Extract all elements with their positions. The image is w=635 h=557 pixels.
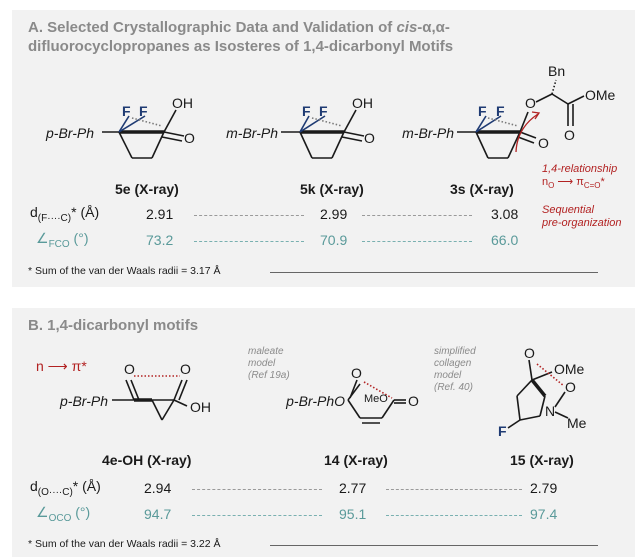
row-divider — [192, 489, 322, 490]
svg-text:m-Br-Ph: m-Br-Ph — [402, 125, 454, 141]
substituent-label: p-Br-Ph — [45, 125, 94, 141]
svg-text:F: F — [319, 103, 328, 119]
structure-5k — [281, 109, 365, 159]
compound-label-15: 15 (X-ray) — [510, 452, 574, 468]
row-divider — [194, 215, 304, 216]
svg-text:OMe: OMe — [554, 361, 585, 377]
svg-text:F: F — [122, 103, 131, 119]
value-distance-15: 2.79 — [530, 480, 558, 496]
value-distance-14: 2.77 — [339, 480, 367, 496]
value-distance-4e-oh: 2.94 — [144, 480, 172, 496]
footnote-b: * Sum of the van der Waals radii = 3.22 … — [28, 538, 221, 550]
svg-text:O: O — [525, 95, 536, 111]
compound-label-3s: 3s (X-ray) — [450, 181, 514, 197]
svg-text:OMe: OMe — [585, 87, 616, 103]
compound-label-4e-oh: 4e-OH (X-ray) — [102, 452, 192, 468]
svg-text:O: O — [565, 379, 576, 395]
structure-5e — [102, 109, 185, 159]
row-divider — [192, 515, 322, 516]
svg-text:O: O — [124, 361, 135, 377]
row-angle-label: ∠FCO (°) — [36, 230, 89, 250]
compound-label-5e: 5e (X-ray) — [115, 181, 179, 197]
svg-text:p-Br-Ph: p-Br-Ph — [59, 393, 108, 409]
row-divider — [386, 489, 522, 490]
structure-4e-oh — [112, 375, 188, 421]
svg-text:F: F — [139, 103, 148, 119]
svg-text:O: O — [184, 130, 195, 146]
svg-text:F: F — [496, 103, 505, 119]
value-angle-3s: 66.0 — [491, 232, 519, 248]
value-angle-5e: 73.2 — [146, 232, 174, 248]
value-angle-14: 95.1 — [339, 506, 367, 522]
panel-b-title: B. 1,4-dicarbonyl motifs — [28, 317, 199, 334]
svg-text:OH: OH — [352, 95, 373, 111]
svg-text:N: N — [545, 403, 555, 419]
value-distance-3s: 3.08 — [491, 206, 519, 222]
value-angle-4e-oh: 94.7 — [144, 506, 172, 522]
footnote-rule — [270, 545, 598, 546]
row-divider — [386, 515, 522, 516]
svg-text:O: O — [408, 393, 419, 409]
annot-orbital: nO ⟶ πC=O* — [542, 176, 605, 191]
svg-text:m-Br-Ph: m-Br-Ph — [226, 125, 278, 141]
footnote-a: * Sum of the van der Waals radii = 3.17 … — [28, 265, 221, 277]
structure-3s — [457, 79, 585, 159]
row-divider — [362, 215, 472, 216]
value-distance-5e: 2.91 — [146, 206, 174, 222]
row-divider — [194, 241, 304, 242]
svg-text:O: O — [351, 365, 362, 381]
value-angle-15: 97.4 — [530, 506, 558, 522]
annot-sequential: Sequential — [542, 204, 594, 216]
svg-text:MeO: MeO — [364, 393, 388, 405]
row-angle-label: ∠OCO (°) — [36, 504, 91, 524]
svg-text:F: F — [302, 103, 311, 119]
value-angle-5k: 70.9 — [320, 232, 348, 248]
svg-text:OH: OH — [172, 95, 193, 111]
panel-a-structures: p-Br-Ph F F OH O m-Br-Ph F F OH O — [45, 63, 616, 159]
svg-text:O: O — [364, 130, 375, 146]
structure-14 — [347, 379, 406, 424]
compound-label-14: 14 (X-ray) — [324, 452, 388, 468]
row-distance-label: d(O····C)* (Å) — [30, 478, 101, 498]
annot-preorg: pre-organization — [542, 217, 622, 229]
structure-15 — [507, 359, 569, 429]
n-to-pi-label: n ⟶ π* — [36, 358, 87, 374]
svg-text:F: F — [478, 103, 487, 119]
row-distance-label: d(F····C)* (Å) — [30, 204, 100, 224]
svg-text:Me: Me — [567, 415, 587, 431]
value-distance-5k: 2.99 — [320, 206, 348, 222]
svg-text:O: O — [564, 127, 575, 143]
svg-text:O: O — [538, 135, 549, 151]
panel-a: A. Selected Crystallographic Data and Va… — [12, 10, 635, 287]
annot-relationship: 1,4-relationship — [542, 163, 618, 175]
svg-text:Bn: Bn — [548, 63, 565, 79]
footnote-rule — [270, 272, 598, 273]
panel-b-structures: p-Br-Ph O O OH p-Br-PhO O MeO O — [59, 345, 587, 439]
svg-text:F: F — [498, 423, 507, 439]
svg-text:OH: OH — [190, 399, 211, 415]
svg-text:O: O — [524, 345, 535, 361]
svg-text:O: O — [180, 361, 191, 377]
compound-label-5k: 5k (X-ray) — [300, 181, 364, 197]
panel-a-title: A. Selected Crystallographic Data and Va… — [28, 19, 454, 55]
svg-text:p-Br-PhO: p-Br-PhO — [285, 393, 345, 409]
row-divider — [362, 241, 472, 242]
